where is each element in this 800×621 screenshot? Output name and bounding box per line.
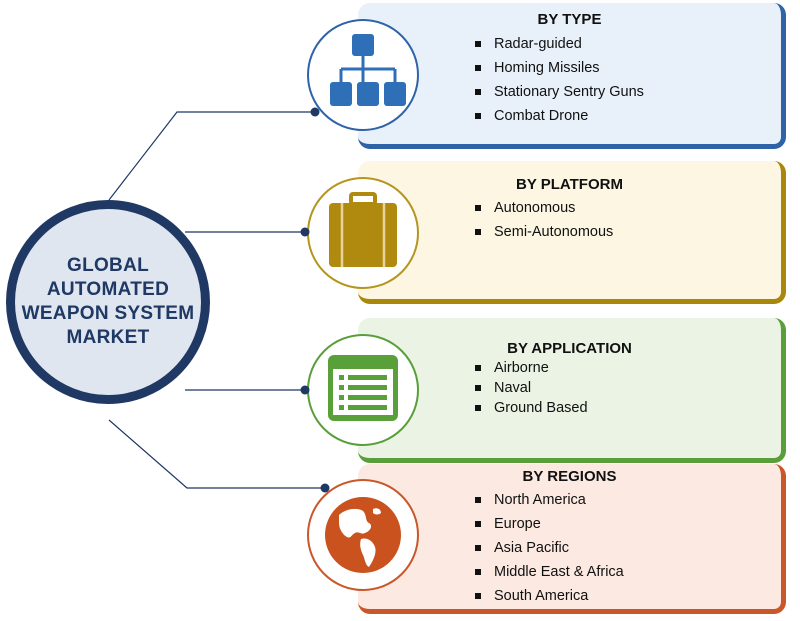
segment-title: BY APPLICATION	[507, 340, 632, 357]
hierarchy-icon	[330, 34, 406, 106]
segment-title: BY PLATFORM	[516, 176, 623, 193]
list-window-icon	[328, 355, 398, 421]
list-item: Europe	[468, 512, 624, 536]
segment-title: BY TYPE	[537, 11, 602, 28]
list-item: Homing Missiles	[468, 56, 644, 80]
market-title-line: MARKET	[66, 327, 150, 348]
segment-card-regions: BY REGIONS North America Europe Asia Pac…	[358, 464, 786, 614]
connector-regions	[108, 419, 325, 489]
market-center-circle: GLOBAL AUTOMATED WEAPON SYSTEM MARKET	[6, 200, 210, 404]
segment-list: Airborne Naval Ground Based	[468, 358, 588, 418]
market-title-line: WEAPON SYSTEM	[21, 303, 195, 324]
segment-card-type: BY TYPE Radar-guided Homing Missiles Sta…	[358, 3, 786, 149]
list-item: Asia Pacific	[468, 536, 624, 560]
list-item: Airborne	[468, 358, 588, 378]
list-item: Middle East & Africa	[468, 560, 624, 584]
list-item: Radar-guided	[468, 32, 644, 56]
globe-icon	[325, 497, 401, 573]
segment-list: North America Europe Asia Pacific Middle…	[468, 488, 624, 608]
connector-type	[108, 111, 315, 201]
segment-card-platform: BY PLATFORM Autonomous Semi-Autonomous	[358, 161, 786, 304]
list-window-icon-circle	[307, 334, 419, 446]
segment-title: BY REGIONS	[522, 468, 617, 485]
segment-list: Autonomous Semi-Autonomous	[468, 196, 613, 244]
market-title-line: AUTOMATED	[46, 279, 170, 300]
list-item: Combat Drone	[468, 104, 644, 128]
list-item: Naval	[468, 378, 588, 398]
hierarchy-icon-circle	[307, 19, 419, 131]
connector-dot	[320, 483, 330, 493]
market-title: GLOBAL AUTOMATED WEAPON SYSTEM MARKET	[22, 254, 195, 350]
connector-dot	[310, 107, 320, 117]
list-item: South America	[468, 584, 624, 608]
segment-list: Radar-guided Homing Missiles Stationary …	[468, 32, 644, 128]
connector-dot	[300, 227, 310, 237]
globe-icon-circle	[307, 479, 419, 591]
market-title-line: GLOBAL	[66, 255, 149, 276]
connector-dot	[300, 385, 310, 395]
list-item: North America	[468, 488, 624, 512]
segment-card-application: BY APPLICATION Airborne Naval Ground Bas…	[358, 318, 786, 463]
list-item: Stationary Sentry Guns	[468, 80, 644, 104]
list-item: Autonomous	[468, 196, 613, 220]
list-item: Semi-Autonomous	[468, 220, 613, 244]
list-item: Ground Based	[468, 398, 588, 418]
briefcase-icon	[329, 192, 397, 267]
